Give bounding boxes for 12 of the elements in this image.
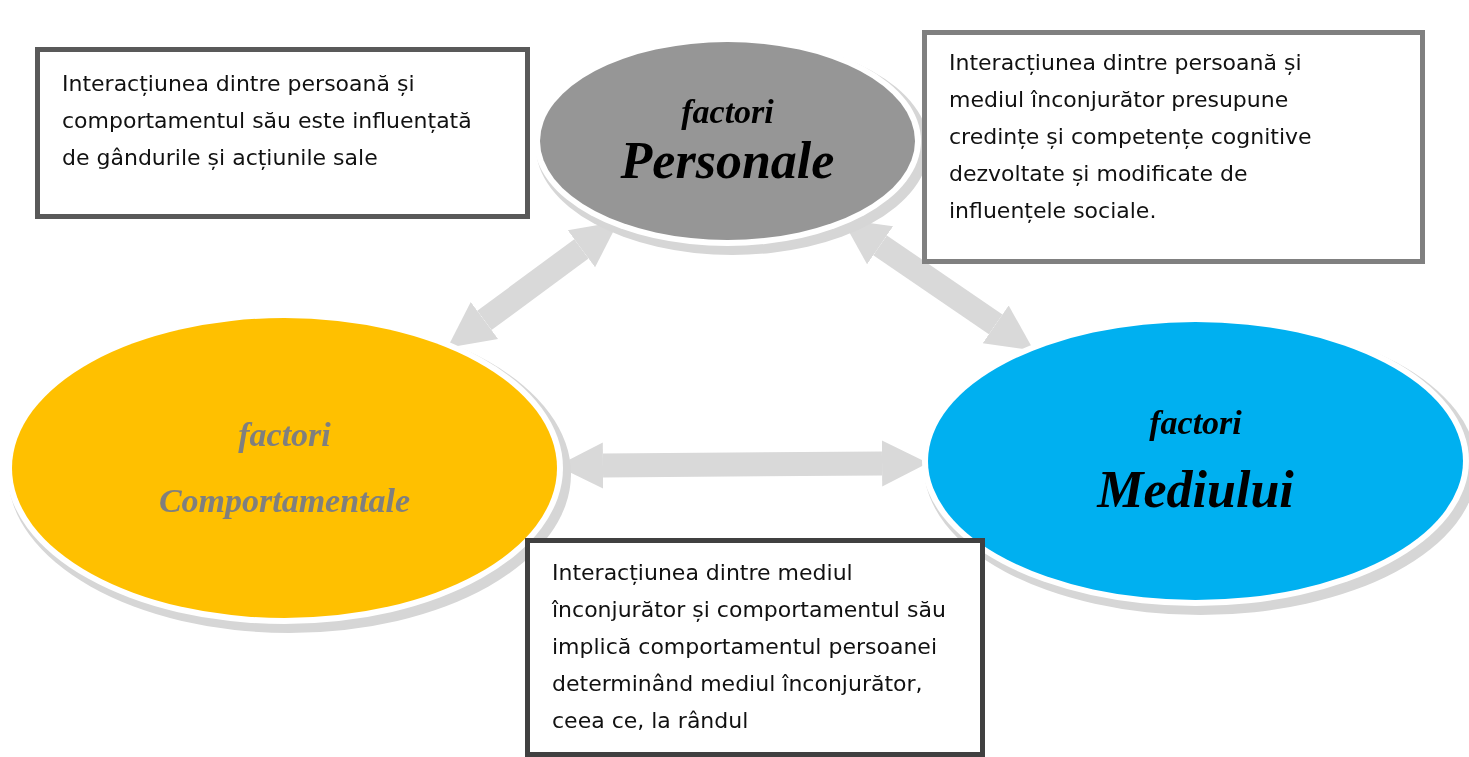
box-text: Interacțiunea dintre persoană și comportamentul său este influențată de gândurile și acțiunile sale [62,70,473,172]
box-text: Interacțiunea dintre mediul înconjurător și comportamentul său implică comportamentul persoanei determinând mediul înconjurător, ceea ce, la rândul [552,559,947,735]
text-box [922,30,1425,264]
node-subtitle: factori [681,92,774,131]
box-text: Interacțiunea dintre persoană și mediul înconjurător presupune credințe și competențe cognitive dezvoltate și modificate de influențele sociale. [949,49,1313,225]
text-box [525,538,985,757]
node-subtitle: factori [238,416,331,454]
node-title: Comportamentale [158,482,411,520]
node-title: Mediului [1097,459,1294,519]
node-title: Personale [620,130,835,190]
text-box [35,47,530,219]
node-subtitle: factori [1149,403,1242,442]
